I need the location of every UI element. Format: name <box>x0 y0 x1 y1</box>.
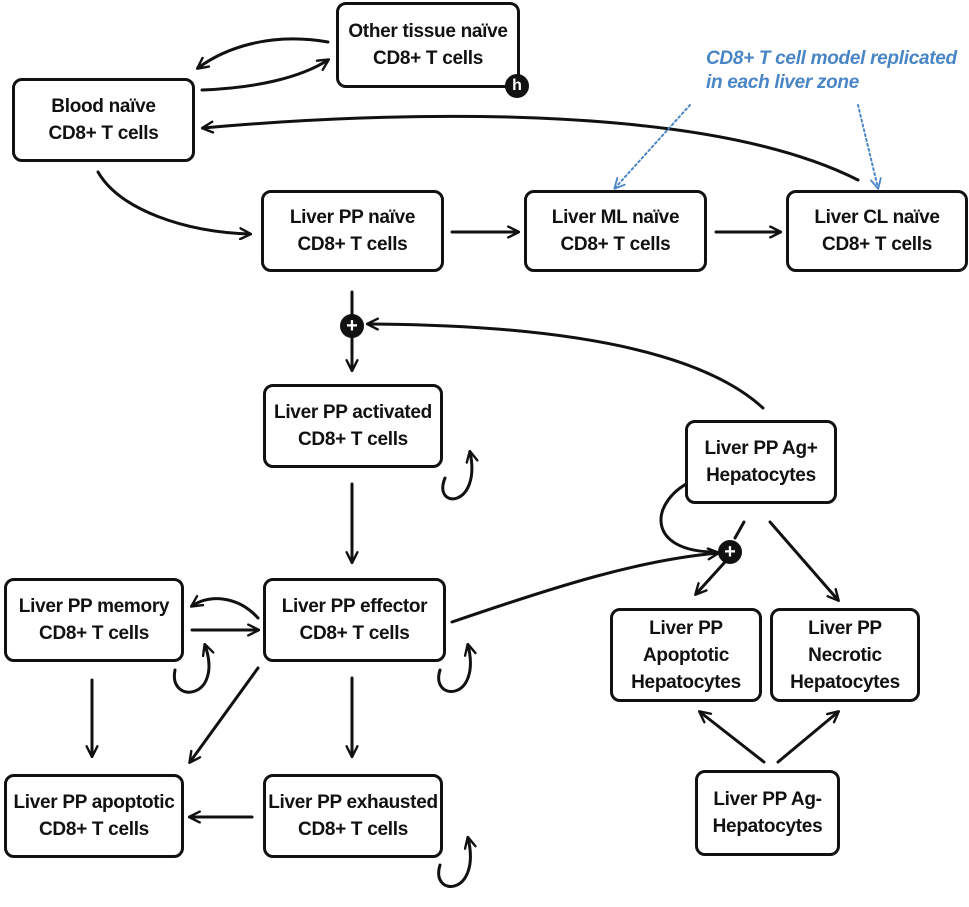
arrow-other-tissue-to-blood <box>198 37 330 68</box>
annotation-pointer-ml <box>613 104 691 190</box>
node-liver-pp-ag-neg-hepatocytes: Liver PP Ag- Hepatocytes <box>695 770 840 856</box>
node-liver-cl-naive: Liver CL naïve CD8+ T cells <box>786 190 968 272</box>
node-label: Liver ML naïve CD8+ T cells <box>551 207 680 255</box>
arrow-blood-to-other-tissue <box>200 60 328 92</box>
arrow-activated-self-loop <box>441 452 472 501</box>
node-label: Liver PP exhausted CD8+ T cells <box>268 792 438 840</box>
node-liver-pp-ag-pos-hepatocytes: Liver PP Ag+ Hepatocytes <box>685 420 837 504</box>
node-other-tissue-naive: Other tissue naïve CD8+ T cells <box>336 2 520 88</box>
arrow-blood-to-liver-pp-naive <box>96 170 250 234</box>
node-label: Other tissue naïve CD8+ T cells <box>348 21 508 69</box>
node-label: Liver PP naïve CD8+ T cells <box>289 207 416 255</box>
node-label: Liver PP memory CD8+ T cells <box>18 596 170 644</box>
node-liver-pp-naive: Liver PP naïve CD8+ T cells <box>261 190 444 272</box>
node-label: Liver CL naïve CD8+ T cells <box>814 207 940 255</box>
stimulation-apoptosis-badge: + <box>718 540 742 564</box>
homeostasis-badge: h <box>505 74 529 98</box>
arrow-liver-cl-to-blood <box>203 114 860 182</box>
arrow-effector-to-memory <box>192 599 260 620</box>
node-liver-ml-naive: Liver ML naïve CD8+ T cells <box>524 190 707 272</box>
arrow-memory-self-loop <box>172 645 209 694</box>
annotation-zone-replication: CD8+ T cell model replicated in each liv… <box>706 48 957 93</box>
node-label: Liver PP Ag+ Hepatocytes <box>704 438 818 486</box>
arrow-ag-pos-to-necrotic-hepatocytes <box>768 520 838 600</box>
arrow-ag-pos-loop-to-stimulation <box>659 480 718 554</box>
node-label: Liver PP Ag- Hepatocytes <box>712 789 823 837</box>
node-label: Liver PP apoptotic CD8+ T cells <box>13 792 175 840</box>
node-label: Liver PP activated CD8+ T cells <box>274 402 432 450</box>
node-label: Liver PP Necrotic Hepatocytes <box>790 617 900 693</box>
arrow-ag-neg-to-apoptotic-hepatocytes <box>700 712 766 764</box>
node-liver-pp-apoptotic: Liver PP apoptotic CD8+ T cells <box>4 774 184 858</box>
arrow-stimulation-to-apoptotic-hepatocytes <box>696 560 727 594</box>
node-liver-pp-necrotic-hepatocytes: Liver PP Necrotic Hepatocytes <box>770 608 920 702</box>
arrow-effector-to-stimulation <box>450 553 718 624</box>
arrow-exhausted-self-loop <box>437 838 471 888</box>
node-liver-pp-apoptotic-hepatocytes: Liver PP Apoptotic Hepatocytes <box>610 608 762 702</box>
arrow-effector-self-loop <box>437 645 471 693</box>
node-label: Liver PP effector CD8+ T cells <box>281 596 428 644</box>
node-liver-pp-effector: Liver PP effector CD8+ T cells <box>263 578 446 662</box>
stimulation-activation-badge: + <box>340 314 364 338</box>
node-liver-pp-memory: Liver PP memory CD8+ T cells <box>4 578 184 662</box>
node-liver-pp-exhausted: Liver PP exhausted CD8+ T cells <box>263 774 443 858</box>
node-label: Liver PP Apoptotic Hepatocytes <box>631 617 741 693</box>
arrow-effector-to-apoptotic <box>190 666 260 762</box>
node-label: Blood naïve CD8+ T cells <box>48 96 159 144</box>
node-blood-naive: Blood naïve CD8+ T cells <box>12 78 195 162</box>
arrow-ag-pos-to-stimulation <box>368 324 765 410</box>
annotation-pointer-cl <box>857 104 882 190</box>
node-liver-pp-activated: Liver PP activated CD8+ T cells <box>263 384 443 468</box>
arrow-ag-pos-to-stimulation-b <box>733 520 746 540</box>
arrow-ag-neg-to-necrotic-hepatocytes <box>776 712 838 764</box>
